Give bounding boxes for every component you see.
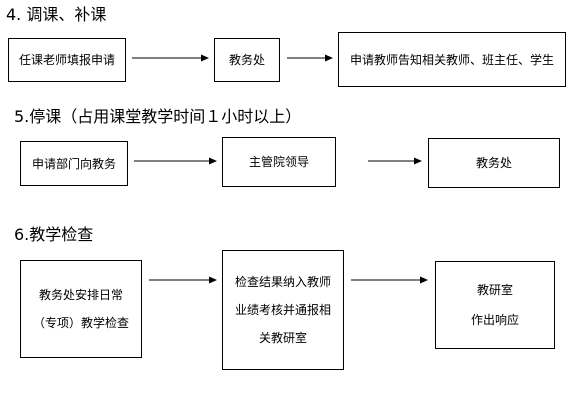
box-applying-department: 申请部门向教务 (20, 141, 128, 186)
box-academic-affairs-office-2: 教务处 (428, 138, 560, 188)
box-inspection-results: 检查结果纳入教师 业绩考核并通报相 关教研室 (222, 250, 344, 370)
box-teaching-research-office-line-2: 作出响应 (470, 313, 519, 327)
box-teacher-submits-request: 任课老师填报申请 (8, 38, 126, 82)
section-5-heading: 5.停课（占用课堂教学时间１小时以上） (14, 107, 302, 126)
box-academic-affairs-office-label: 教务处 (228, 53, 265, 67)
box-teaching-research-office: 教研室 作出响应 (435, 261, 555, 349)
box-supervising-dean-label: 主管院领导 (248, 155, 309, 169)
box-arrange-inspection-line-1: 教务处安排日常 (38, 288, 123, 302)
box-academic-affairs-office-2-label: 教务处 (475, 156, 512, 170)
box-teacher-submits-request-label: 任课老师填报申请 (18, 53, 115, 67)
box-inspection-results-line-1: 检查结果纳入教师 (234, 275, 331, 289)
box-notify-teachers-students: 申请教师告知相关教师、班主任、学生 (338, 32, 566, 87)
box-teaching-research-office-line-1: 教研室 (476, 283, 513, 297)
section-6-heading: 6.教学检查 (14, 225, 94, 244)
box-inspection-results-line-2: 业绩考核并通报相 (234, 303, 331, 317)
box-academic-affairs-office: 教务处 (214, 38, 280, 82)
box-supervising-dean: 主管院领导 (222, 137, 336, 187)
box-notify-teachers-students-label: 申请教师告知相关教师、班主任、学生 (349, 52, 554, 67)
box-applying-department-label: 申请部门向教务 (31, 156, 116, 171)
section-4-heading: 4. 调课、补课 (6, 5, 107, 24)
box-arrange-inspection-line-2: （专项）教学检查 (32, 316, 129, 330)
box-inspection-results-line-3: 关教研室 (258, 331, 307, 345)
box-arrange-inspection: 教务处安排日常 （专项）教学检查 (20, 260, 142, 358)
